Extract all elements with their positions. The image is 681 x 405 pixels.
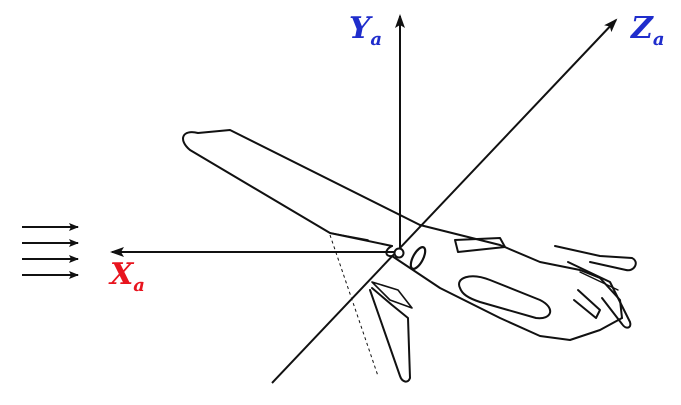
z-axis-subscript: a	[653, 29, 665, 50]
x-axis-subscript: a	[133, 275, 145, 296]
lower-wing-fairing	[371, 281, 413, 309]
cockpit-window	[409, 246, 427, 270]
lower-wing	[369, 287, 411, 383]
upper-wing-flap-line	[329, 232, 369, 241]
y-axis-subscript: a	[370, 29, 382, 50]
fuselage-top	[419, 224, 623, 319]
fuselage-bottom	[391, 255, 623, 341]
wing-dash-line	[329, 234, 379, 377]
airflow-arrows	[22, 223, 79, 279]
z-axis-label: Za	[630, 11, 665, 50]
y-axis-letter: Y	[349, 11, 373, 46]
engine-intake	[454, 237, 506, 253]
z-axis	[271, 18, 618, 384]
tail-upper-stabilizer	[554, 245, 637, 272]
engine-nacelle	[458, 275, 551, 320]
tail-fin	[567, 261, 632, 329]
x-axis-label: Xa	[108, 257, 145, 296]
x-axis-letter: X	[108, 257, 135, 292]
origin-point	[393, 247, 405, 259]
axes-group	[110, 14, 618, 384]
upper-wing	[182, 129, 421, 247]
tail-lower-stabilizer	[573, 289, 601, 319]
airplane-drawing	[182, 129, 637, 383]
tail-hinge-line	[579, 271, 619, 291]
z-axis-letter: Z	[630, 11, 654, 46]
y-axis-label: Ya	[349, 11, 382, 50]
